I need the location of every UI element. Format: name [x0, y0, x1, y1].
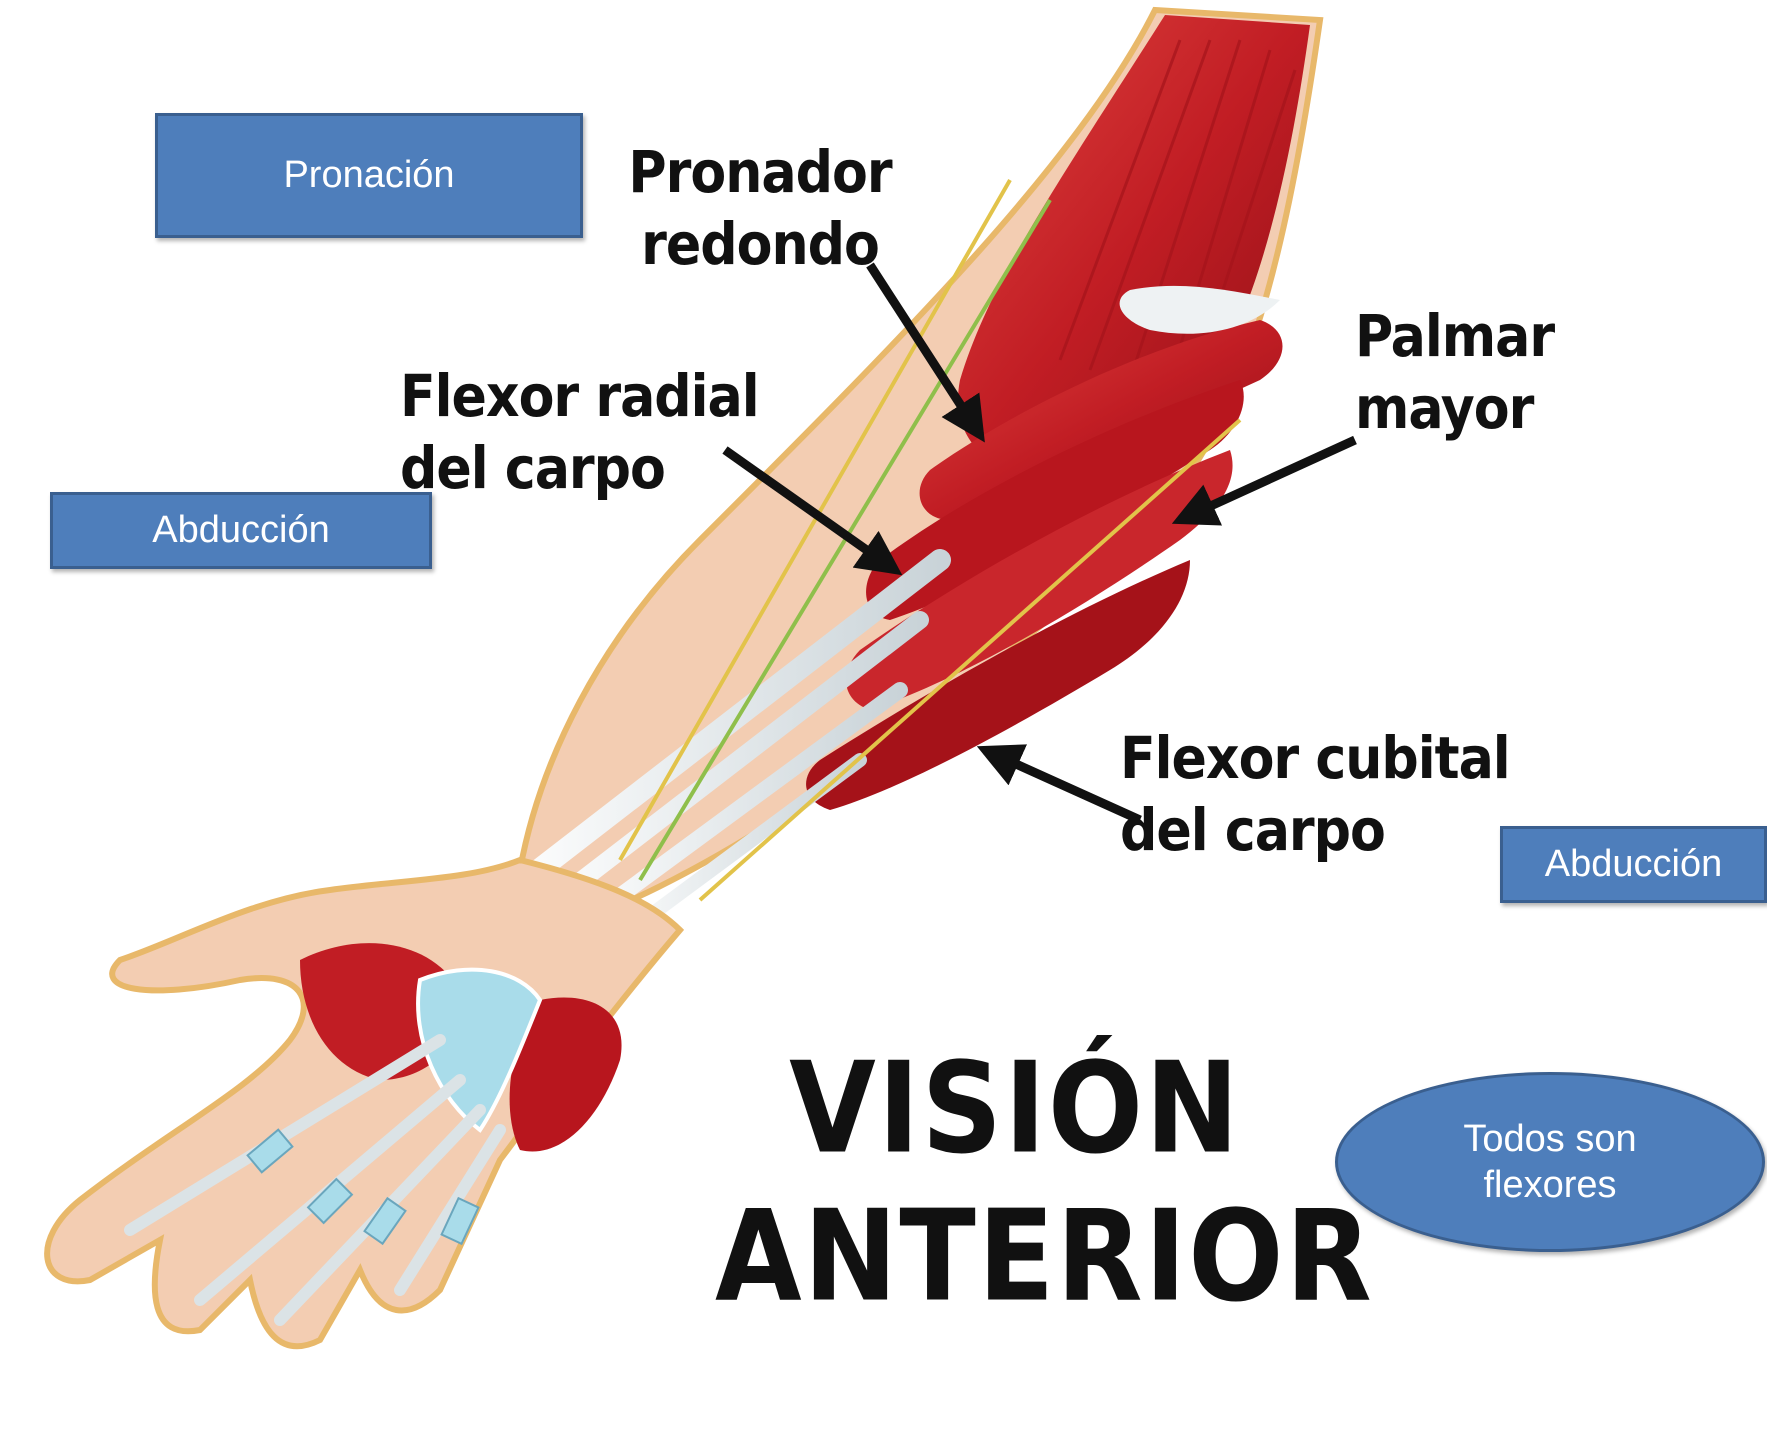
box-abduccion-right: Abducción: [1500, 826, 1767, 903]
callout-todos-son-flexores: Todos son flexores: [1335, 1072, 1765, 1252]
box-pronacion: Pronación: [155, 113, 583, 238]
label-flexor-radial-del-carpo: Flexor radial del carpo: [400, 360, 780, 504]
label-pronador-redondo: Pronador redondo: [610, 136, 910, 280]
label-flexor-cubital-del-carpo: Flexor cubital del carpo: [1120, 722, 1520, 866]
arrow-flexor-cubital: [985, 750, 1140, 820]
label-palmar-mayor: Palmar mayor: [1355, 300, 1575, 444]
box-abduccion-left: Abducción: [50, 492, 432, 569]
title-vision-anterior: VISIÓN ANTERIOR: [715, 1035, 1315, 1331]
